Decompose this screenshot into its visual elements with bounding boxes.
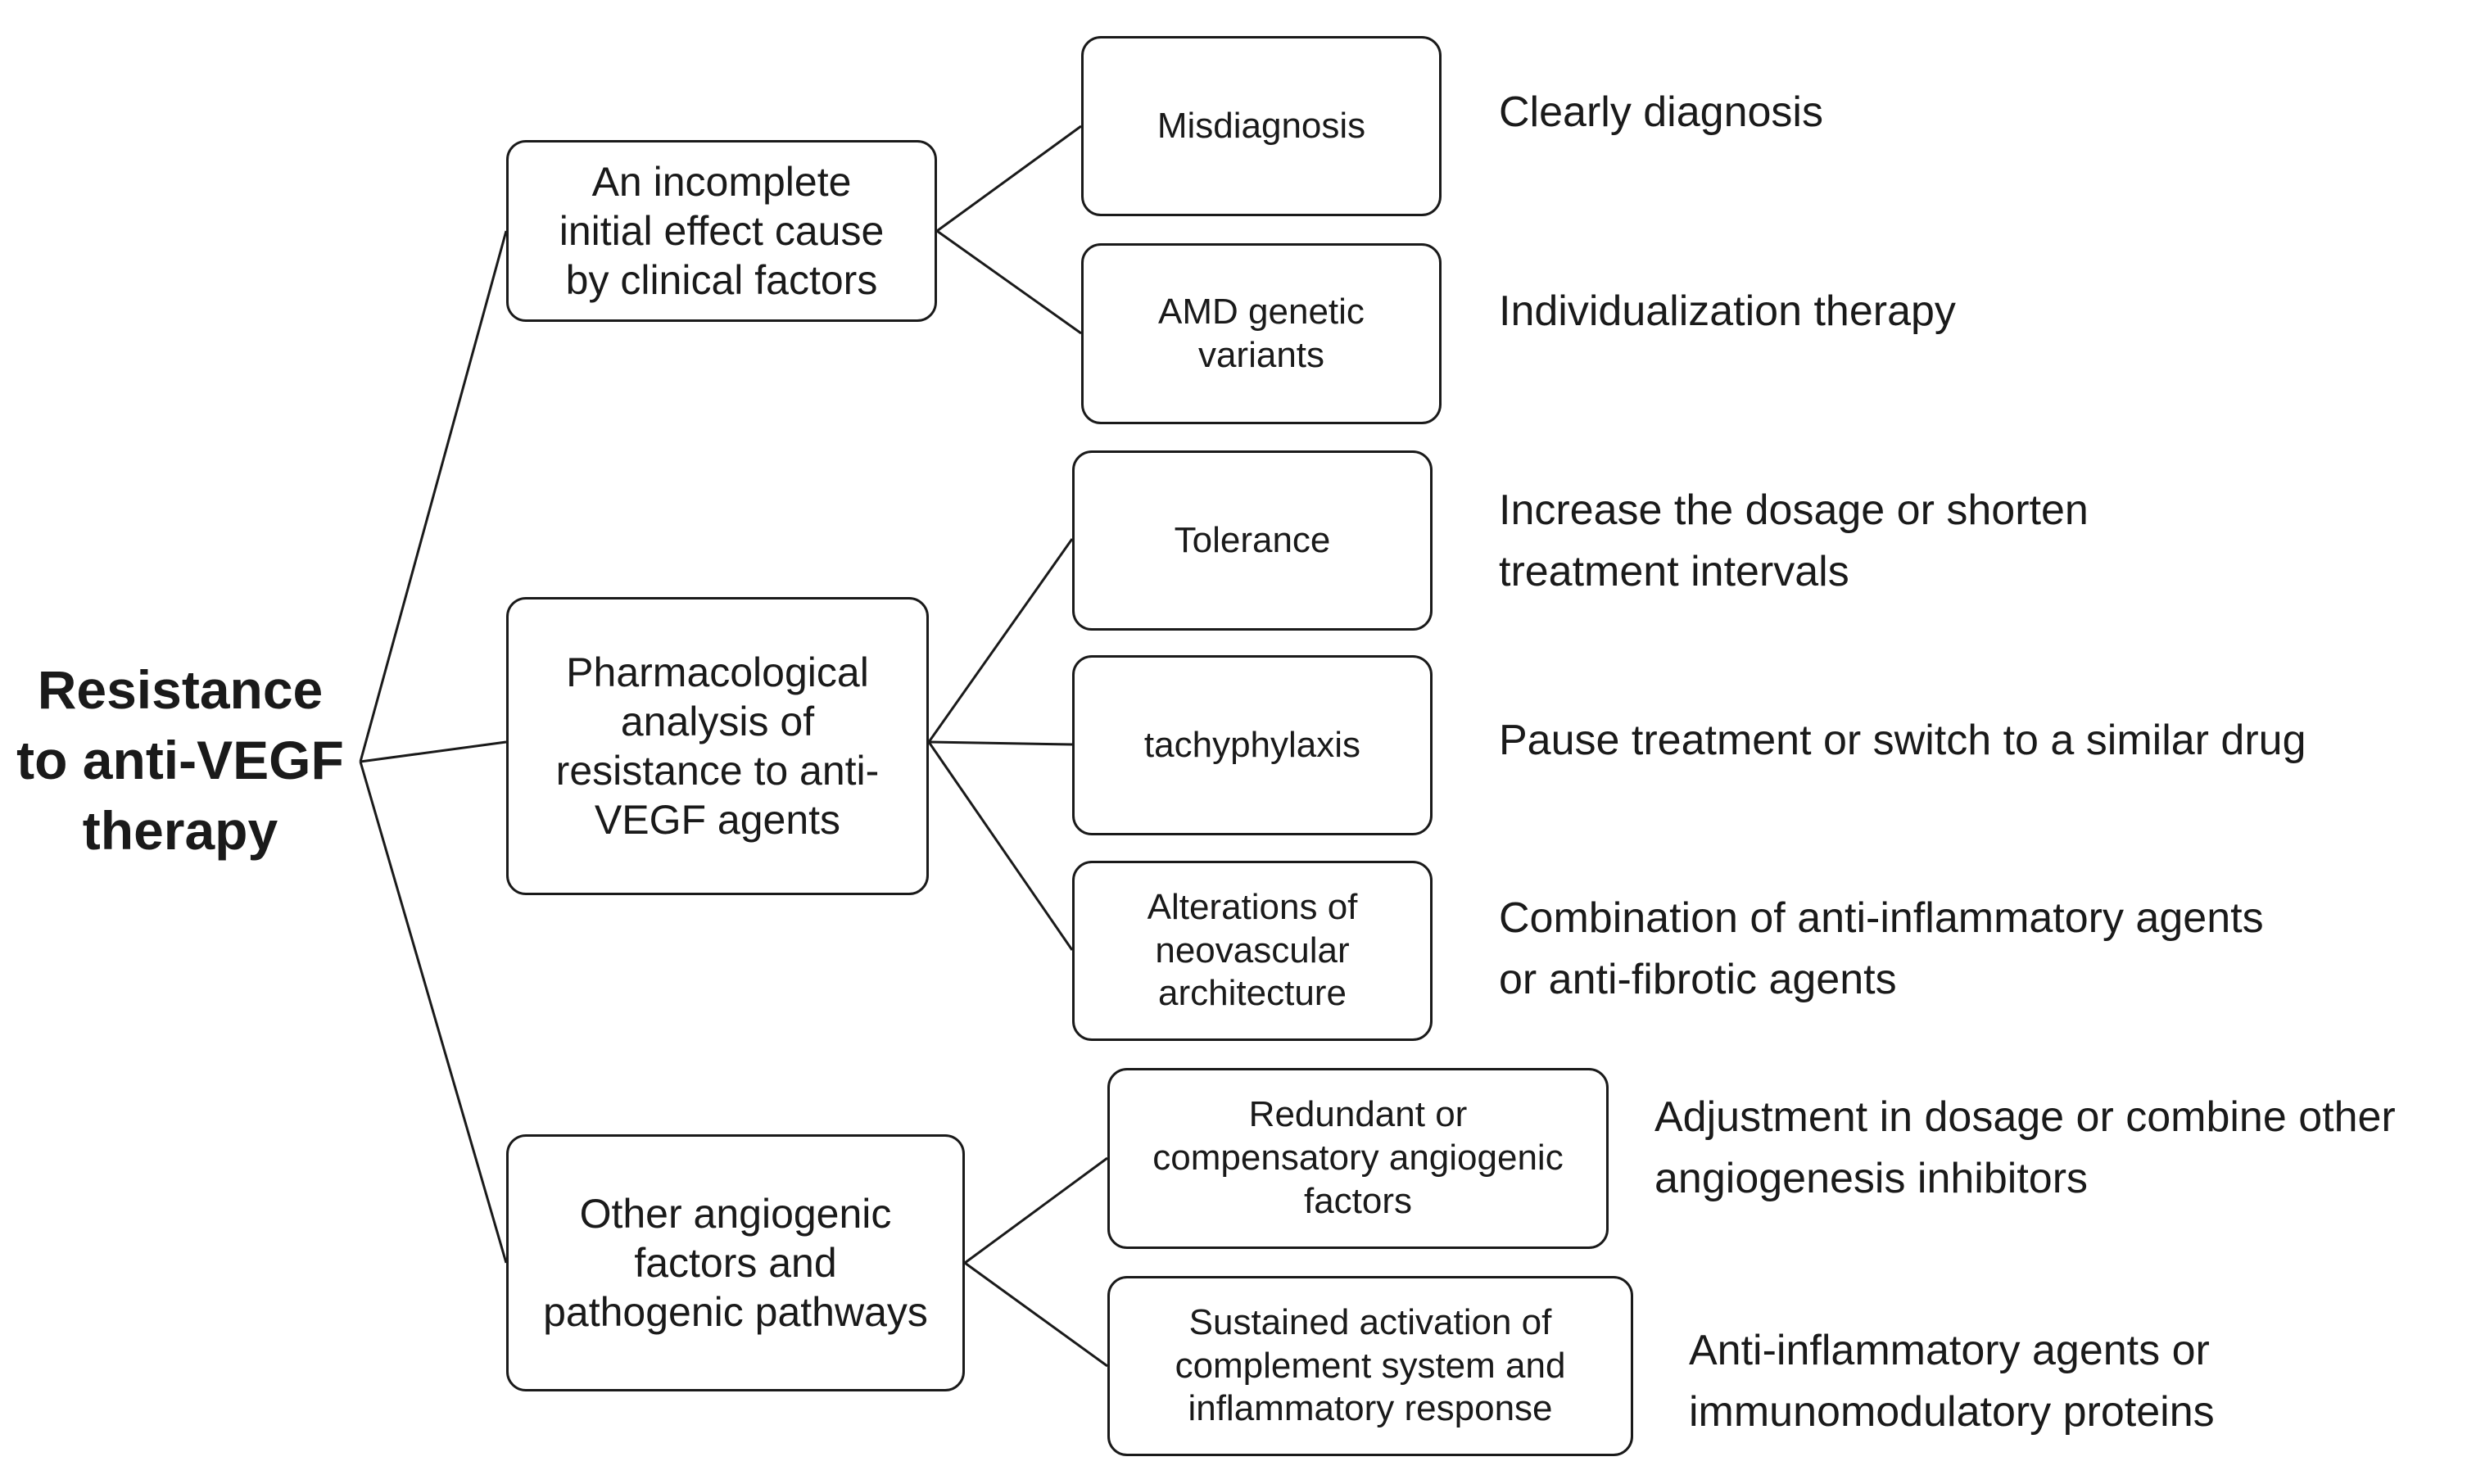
solution-clearly-diagnosis: Clearly diagnosis	[1499, 88, 1823, 136]
cause-label: Alterations of neovascular architecture	[1147, 886, 1358, 1014]
cause-box-misdiagnosis: Misdiagnosis	[1081, 36, 1442, 216]
connector-root-cat1	[359, 230, 508, 762]
solution-anti-inflammatory-fibrotic: Combination of anti-inflammatory agents …	[1499, 894, 2264, 1004]
connector-cat2-cause1	[927, 538, 1074, 743]
connector-root-cat3	[359, 761, 508, 1264]
solution-pause-treatment: Pause treatment or switch to a similar d…	[1499, 717, 2306, 764]
cause-box-neovascular-architecture: Alterations of neovascular architecture	[1072, 861, 1433, 1041]
connector-cat2-cause2	[928, 740, 1073, 746]
solution-immunomodulatory: Anti-inflammatory agents or immunomodula…	[1689, 1327, 2215, 1436]
category-box-pharmacological: Pharmacological analysis of resistance t…	[506, 597, 929, 895]
connector-cat3-cause1	[964, 1156, 1108, 1265]
cause-label: Misdiagnosis	[1157, 105, 1366, 146]
solution-individualization-therapy: Individualization therapy	[1499, 287, 1956, 335]
cause-box-tachyphylaxis: tachyphylaxis	[1072, 655, 1433, 835]
connector-cat3-cause2	[964, 1261, 1108, 1368]
connector-cat2-cause3	[927, 741, 1074, 951]
category-box-clinical-factors: An incomplete initial effect cause by cl…	[506, 140, 937, 322]
category-label: Pharmacological analysis of resistance t…	[555, 649, 880, 843]
root-title: Resistance to anti-VEGF therapy	[16, 659, 344, 861]
connector-cat1-cause2	[936, 229, 1082, 335]
category-label: An incomplete initial effect cause by cl…	[559, 159, 885, 303]
category-label: Other angiogenic factors and pathogenic …	[543, 1191, 928, 1335]
cause-label: Tolerance	[1174, 519, 1331, 560]
solution-increase-dosage: Increase the dosage or shorten treatment…	[1499, 486, 2089, 596]
cause-label: AMD genetic variants	[1158, 291, 1365, 375]
cause-box-tolerance: Tolerance	[1072, 450, 1433, 631]
connector-cat1-cause1	[936, 124, 1082, 233]
solution-adjust-dosage-inhibitors: Adjustment in dosage or combine other an…	[1654, 1093, 2396, 1203]
connector-root-cat2	[360, 740, 507, 763]
category-box-other-angiogenic: Other angiogenic factors and pathogenic …	[506, 1134, 965, 1391]
cause-label: tachyphylaxis	[1143, 724, 1361, 765]
cause-label: Sustained activation of complement syste…	[1175, 1301, 1566, 1429]
cause-label: Redundant or compensatory angiogenic fac…	[1152, 1094, 1564, 1221]
cause-box-complement-activation: Sustained activation of complement syste…	[1107, 1276, 1633, 1456]
cause-box-redundant-angiogenic-factors: Redundant or compensatory angiogenic fac…	[1107, 1068, 1609, 1249]
cause-box-amd-genetic-variants: AMD genetic variants	[1081, 243, 1442, 424]
